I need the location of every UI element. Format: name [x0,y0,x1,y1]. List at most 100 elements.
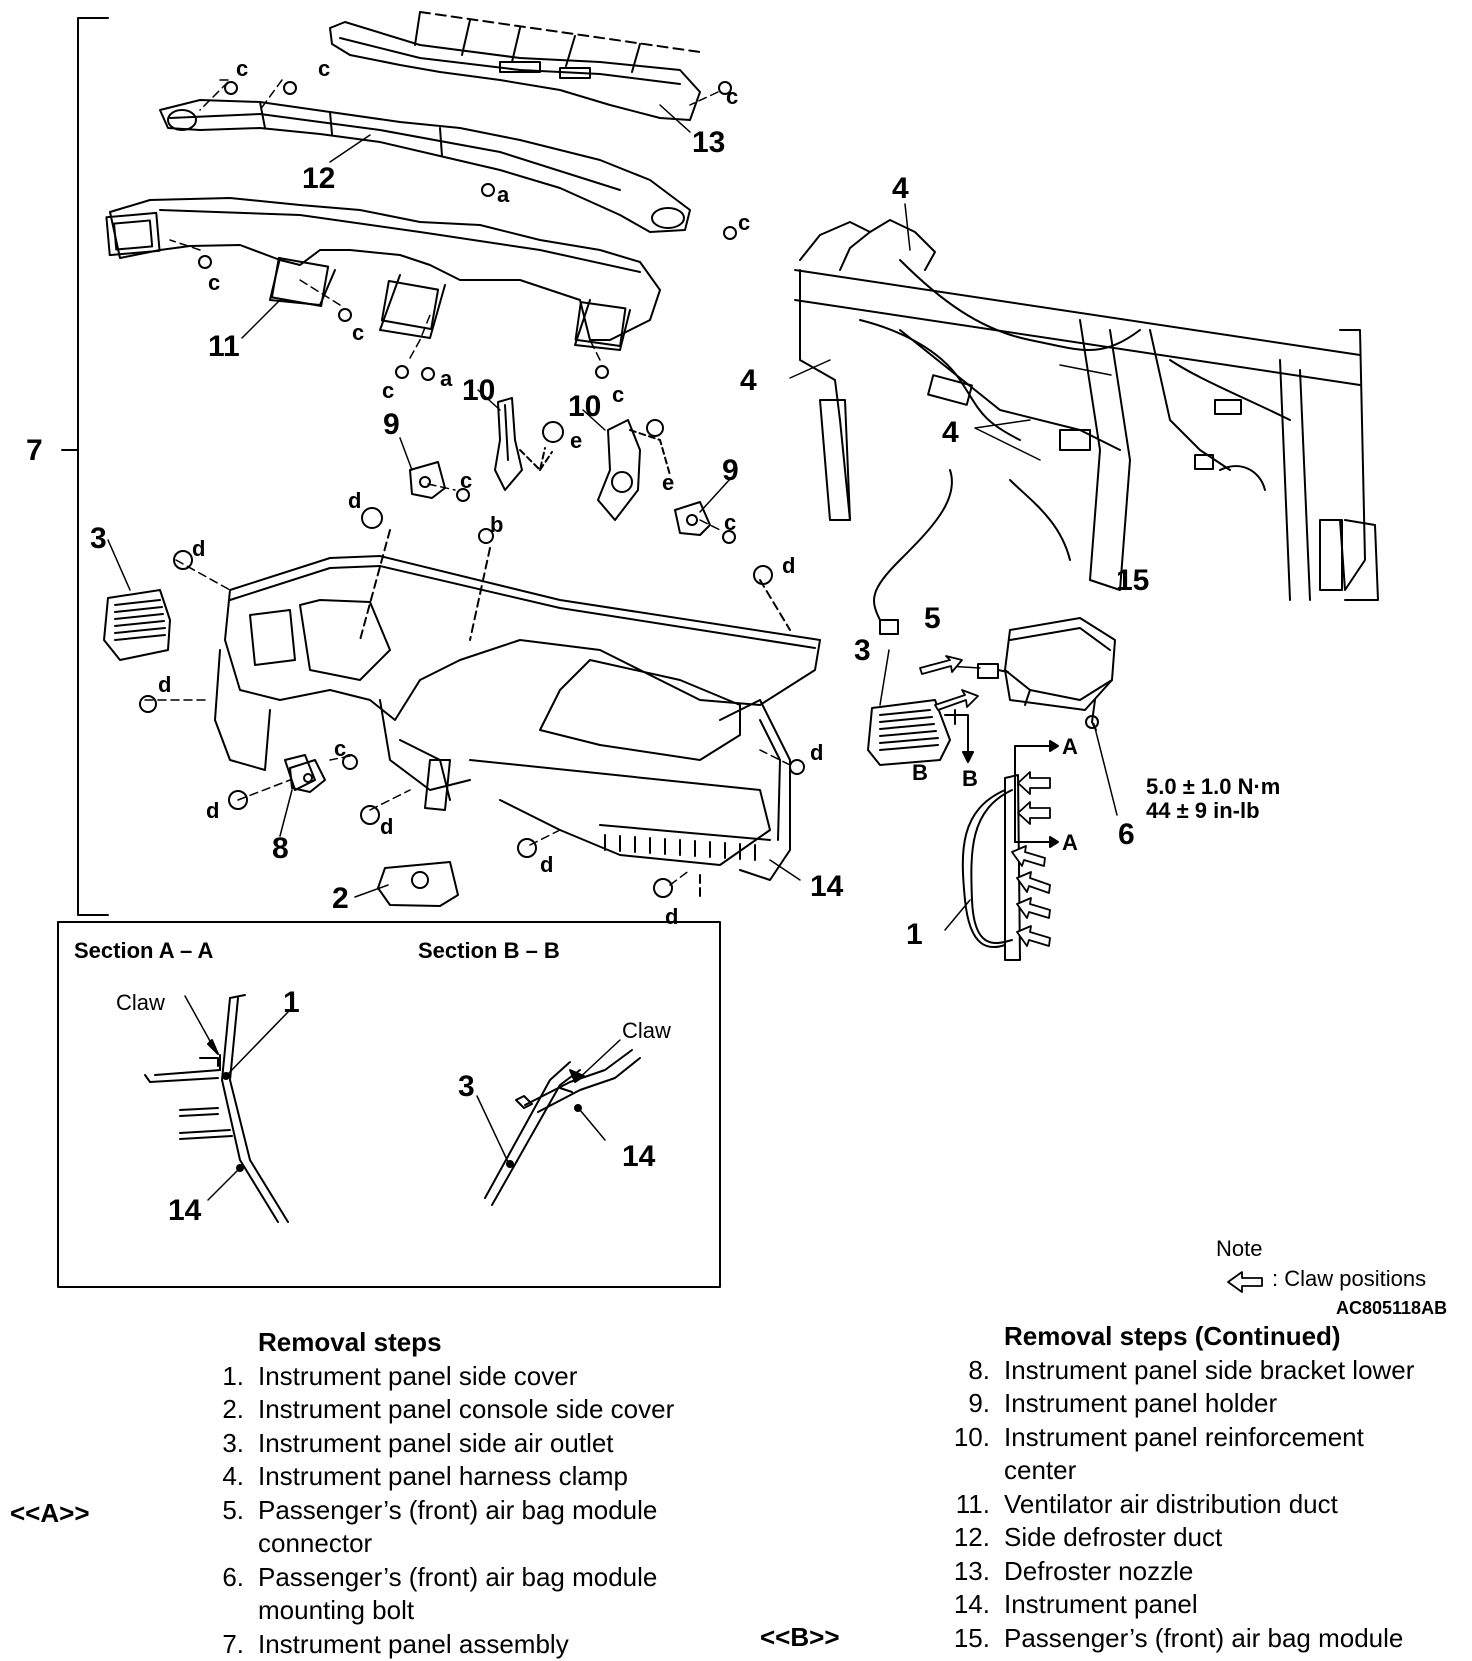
part-label-6: 6 [1118,820,1135,850]
side-cover-1 [963,775,1020,960]
fastener-label-d: d [665,906,678,928]
fastener-label-c: c [612,384,624,406]
fastener-label-c: c [318,58,330,80]
fastener-label-d: d [158,674,171,696]
removal-steps-list: Removal steps 1.Instrument panel side co… [200,1326,740,1661]
list-item: 9.Instrument panel holder [946,1387,1468,1421]
air-bag-module-15 [1005,618,1115,730]
claw-arrows [920,656,1050,946]
fastener-label-c: c [334,738,346,760]
step-lead-A: <<A>> [10,1498,90,1529]
fastener-label-b: b [490,514,503,536]
section-view-box [58,922,720,1287]
fastener-label-c: c [724,512,736,534]
list-item: 4.Instrument panel harness clamp [200,1460,740,1494]
fastener-label-a: a [440,368,452,390]
holder-9a [410,462,445,498]
section-b-b-title: Section B – B [418,938,560,964]
section-part-label-3: 3 [458,1072,475,1102]
part-label-15: 15 [1116,566,1149,596]
list-item: 10.Instrument panel reinforcement center [946,1421,1468,1488]
part-label-8: 8 [272,834,289,864]
list-item: 2.Instrument panel console side cover [200,1393,740,1427]
console-side-cover-2 [378,862,458,906]
removal-steps-continued-list: Removal steps (Continued) 8.Instrument p… [946,1320,1468,1655]
removal-steps-title: Removal steps [258,1326,442,1360]
part-label-1: 1 [906,920,923,950]
part-label-10b: 10 [568,392,601,422]
list-item: 3.Instrument panel side air outlet [200,1427,740,1461]
claw-label-b: Claw [622,1018,671,1044]
fastener-label-a: a [497,184,509,206]
fastener-label-d: d [348,490,361,512]
figure-code: AC805118AB [1336,1298,1447,1319]
section-part-label-14-a: 14 [168,1196,201,1226]
connector-5 [978,664,1008,678]
torque-nm: 5.0 ± 1.0 N·m [1146,774,1280,800]
part-label-5: 5 [924,604,941,634]
fastener-label-d: d [782,555,795,577]
fastener-label-d: d [206,800,219,822]
fastener-label-d: d [810,742,823,764]
fastener-label-c: c [236,58,248,80]
fastener-label-c: c [460,470,472,492]
part-label-7: 7 [26,436,43,466]
list-item: 8.Instrument panel side bracket lower [946,1354,1468,1388]
list-item: 1.Instrument panel side cover [200,1360,740,1394]
part-label-10a: 10 [462,376,495,406]
fastener-label-d: d [380,816,393,838]
section-part-label-1: 1 [283,988,300,1018]
part-label-4-left: 4 [740,366,757,396]
list-item: 13.Defroster nozzle [946,1555,1468,1589]
part-label-9b: 9 [722,456,739,486]
list-item: 14.Instrument panel [946,1588,1468,1622]
fastener-label-c: c [726,86,738,108]
harness-frame-4 [795,220,1378,634]
view-label-B-part: B [912,762,928,784]
section-b-b-drawing [477,1040,640,1205]
view-label-B-arrow: B [962,768,978,790]
fastener-label-e: e [662,472,674,494]
list-item: 15.Passenger’s (front) air bag module [946,1622,1468,1656]
part-label-2: 2 [332,884,349,914]
defroster-nozzle-13 [330,12,700,120]
view-label-A-top: A [1062,736,1078,758]
part-label-4-top: 4 [892,174,909,204]
part-label-14: 14 [810,872,843,902]
list-item: 11.Ventilator air distribution duct [946,1488,1468,1522]
section-part-label-14-b: 14 [622,1142,655,1172]
side-air-outlet-3-left [104,590,170,660]
part-label-11: 11 [208,332,240,362]
fastener-label-d: d [540,854,553,876]
reinforcement-center-10a [495,398,552,490]
note-claw-arrow [1228,1272,1262,1292]
list-item: 6.Passenger’s (front) air bag module mou… [200,1561,740,1628]
list-item: 5.Passenger’s (front) air bag module con… [200,1494,740,1561]
note-title: Note [1216,1236,1262,1262]
fastener-label-c: c [208,272,220,294]
fastener-label-c: c [738,212,750,234]
part-label-12: 12 [302,164,335,194]
assembly-bracket-7 [62,18,108,915]
part-label-3-left: 3 [90,524,107,554]
step-lead-B: <<B>> [760,1622,840,1653]
part-label-9a: 9 [383,410,400,440]
fastener-label-c: c [352,322,364,344]
note-text: : Claw positions [1272,1266,1426,1292]
instrument-panel-14 [215,530,820,900]
fastener-label-c: c [382,380,394,402]
removal-steps-continued-title: Removal steps (Continued) [1004,1320,1341,1354]
section-a-a-drawing [145,995,288,1222]
list-item: 12.Side defroster duct [946,1521,1468,1555]
part-label-3-right: 3 [854,636,871,666]
view-label-A-bottom: A [1062,832,1078,854]
part-label-13: 13 [692,128,725,158]
section-a-a-title: Section A – A [74,938,213,964]
side-bracket-lower-8 [290,760,325,792]
claw-label-a: Claw [116,990,165,1016]
fastener-label-d: d [192,538,205,560]
fastener-label-e: e [570,430,582,452]
part-label-4-mid: 4 [942,418,959,448]
torque-inlb: 44 ± 9 in-lb [1146,798,1260,824]
ventilator-duct-11 [106,198,660,350]
